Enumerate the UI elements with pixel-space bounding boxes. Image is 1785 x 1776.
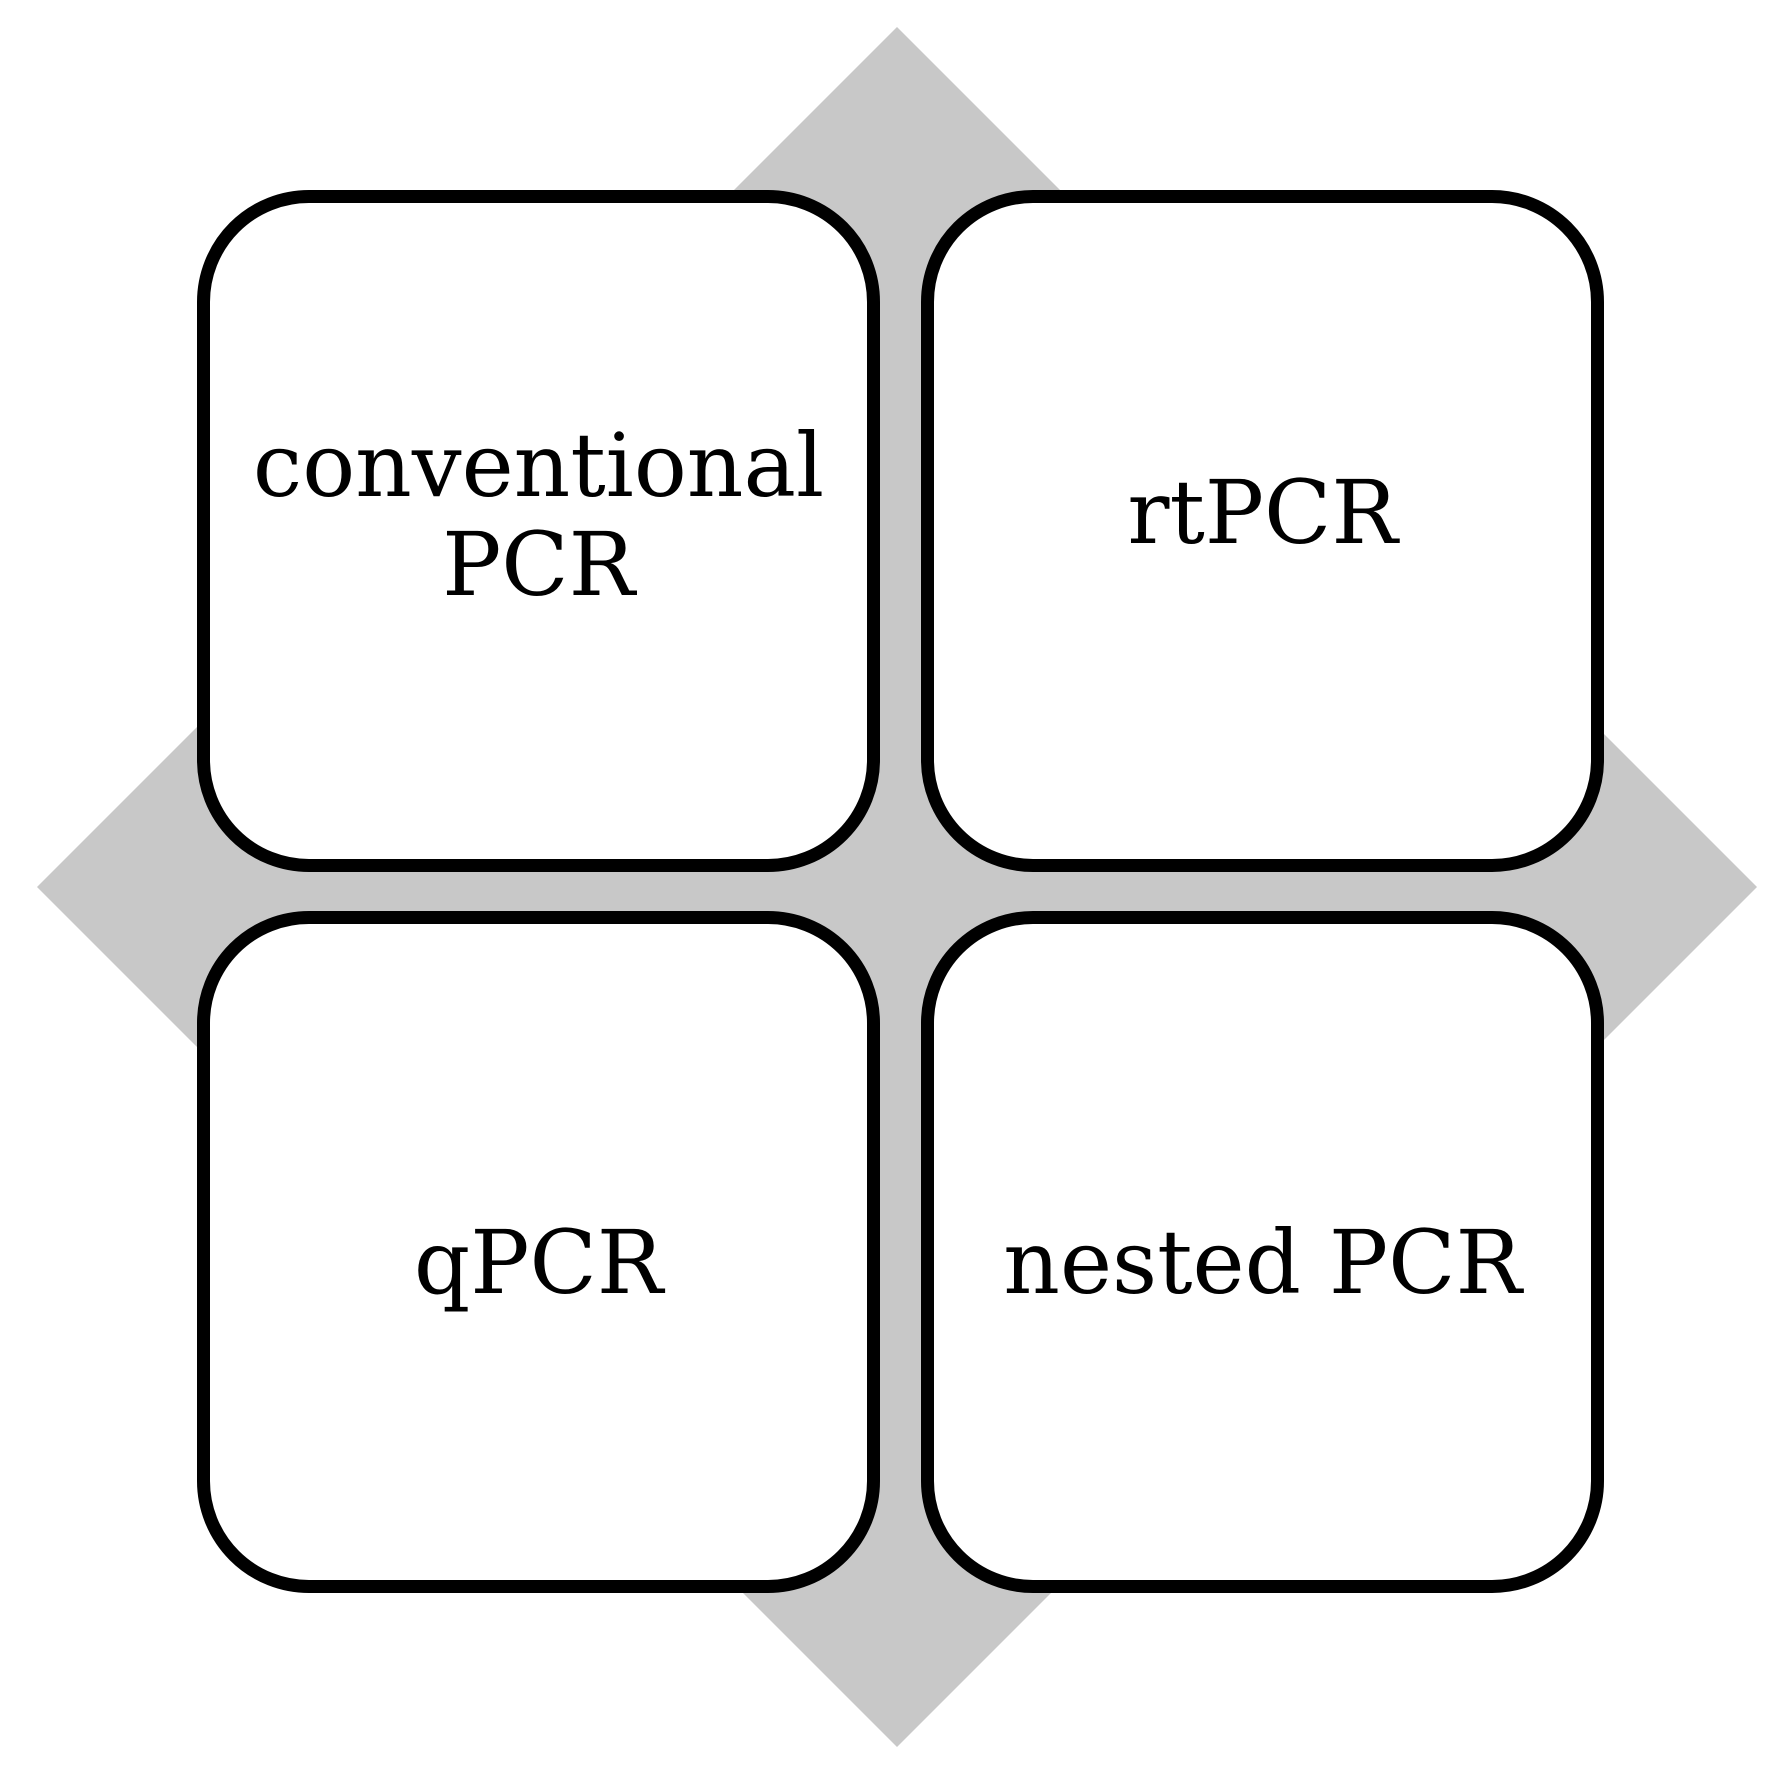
- tile-label-conventional-pcr: conventional PCR: [253, 417, 824, 614]
- tile-label-line-1: conventional: [252, 414, 825, 518]
- tile-label-rtpcr: rtPCR: [1127, 461, 1398, 565]
- tile-label-qpcr: qPCR: [413, 1210, 664, 1314]
- tile-qpcr: qPCR: [197, 911, 880, 1593]
- tile-conventional-pcr: conventional PCR: [197, 190, 880, 872]
- tile-rtpcr: rtPCR: [921, 190, 1604, 872]
- tile-nested-pcr: nested PCR: [921, 911, 1604, 1593]
- tile-label-line-2: PCR: [442, 513, 635, 616]
- tile-label-nested-pcr: nested PCR: [1003, 1210, 1522, 1314]
